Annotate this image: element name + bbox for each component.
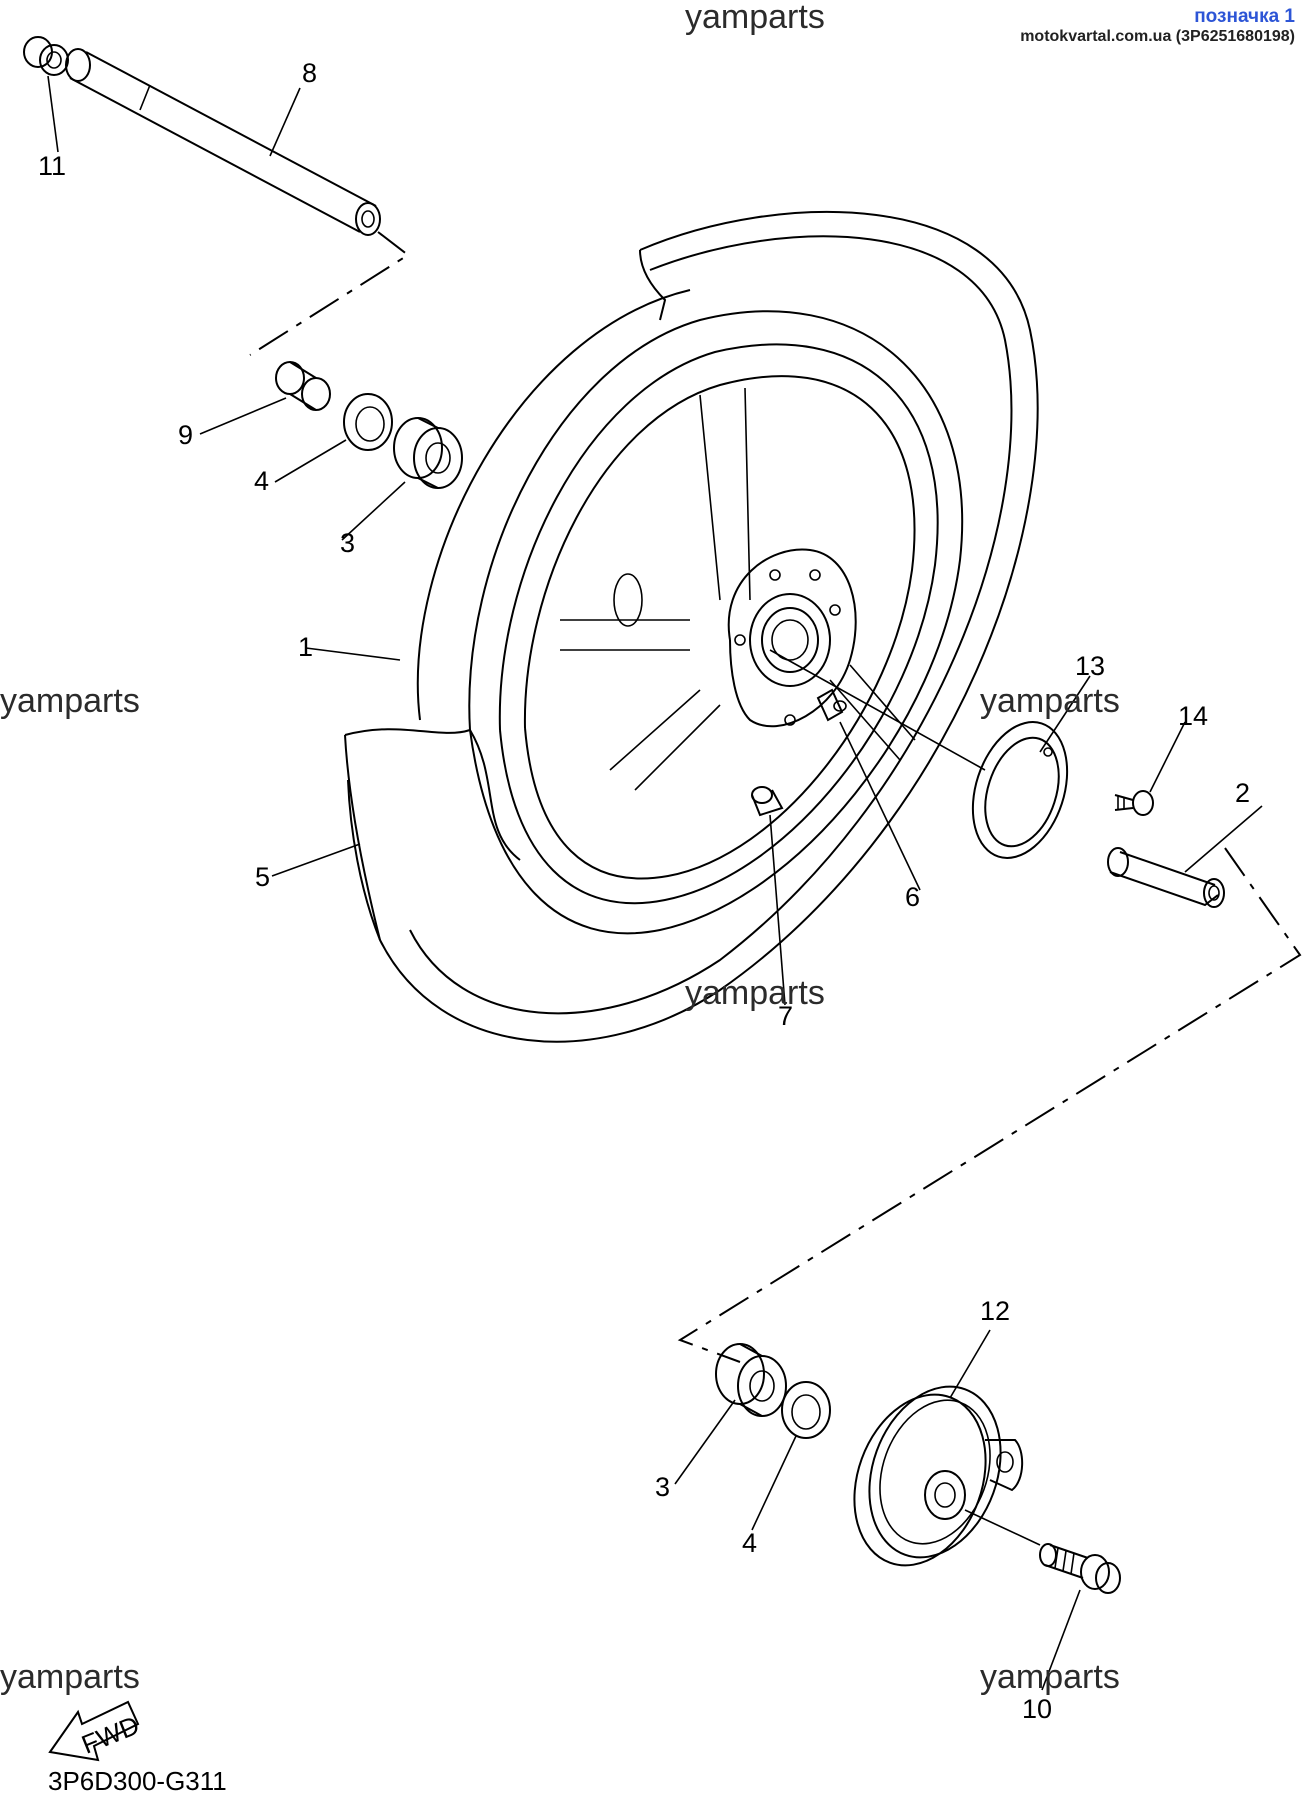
callout-11: 11 [38, 151, 66, 181]
callout-3-lower: 3 [655, 1472, 670, 1502]
callout-6: 6 [905, 882, 920, 912]
wheel-rim[interactable] [416, 289, 964, 935]
watermark-left-mid: yamparts [0, 682, 140, 720]
leader-lines [47, 75, 1263, 1691]
meter-gear-unit-12[interactable] [832, 1368, 1024, 1584]
callout-14: 14 [1178, 701, 1208, 731]
callout-3-upper: 3 [340, 528, 355, 558]
axis-line-upper [249, 231, 410, 356]
watermark-right-mid: yamparts [980, 682, 1120, 720]
callout-7: 7 [778, 1001, 793, 1031]
callout-13: 13 [1075, 651, 1105, 681]
diagram-code: 3P6D300-G311 [48, 1766, 227, 1796]
axle[interactable] [65, 48, 381, 236]
callout-2: 2 [1235, 778, 1250, 808]
collar-11[interactable] [23, 36, 69, 76]
spacer-9[interactable] [275, 361, 331, 411]
callout-12: 12 [980, 1296, 1010, 1326]
axis-line-hub [769, 649, 986, 771]
balance-weight-6[interactable] [816, 688, 847, 722]
spacer-2[interactable] [1107, 847, 1225, 908]
callout-8: 8 [302, 58, 317, 88]
callout-1: 1 [298, 632, 313, 662]
axis-line-lower [677, 847, 1302, 1363]
bearing-3-lower[interactable] [715, 1343, 787, 1417]
callout-9: 9 [178, 420, 193, 450]
header-subtitle: motokvartal.com.ua (3P6251680198) [1020, 27, 1295, 45]
callout-5: 5 [255, 862, 270, 892]
fwd-label: FWD [77, 1710, 143, 1760]
valve-7[interactable] [751, 786, 784, 817]
watermark-top: yamparts [685, 0, 825, 36]
sensor-rotor-13[interactable] [957, 710, 1084, 870]
axis-line-bolt [964, 1509, 1041, 1546]
screw-14[interactable] [1114, 790, 1154, 816]
callout-10: 10 [1022, 1694, 1052, 1724]
callout-4-lower: 4 [742, 1528, 757, 1558]
wheel-hub[interactable] [727, 548, 857, 728]
fwd-arrow: FWD [48, 1700, 143, 1762]
watermark-bottom-right: yamparts [980, 1658, 1120, 1696]
watermark-center: yamparts [685, 974, 825, 1012]
bolt-10[interactable] [1039, 1543, 1121, 1594]
bearing-3-upper[interactable] [393, 417, 463, 489]
oil-seal-4-lower[interactable] [781, 1381, 831, 1439]
header: позначка 1 motokvartal.com.ua (3P6251680… [1020, 6, 1295, 46]
watermark-bottom-left: yamparts [0, 1658, 140, 1696]
callout-4-upper: 4 [254, 466, 269, 496]
tire[interactable] [344, 210, 1039, 1043]
header-title: позначка 1 [1194, 6, 1295, 27]
oil-seal-4-upper[interactable] [343, 393, 393, 451]
